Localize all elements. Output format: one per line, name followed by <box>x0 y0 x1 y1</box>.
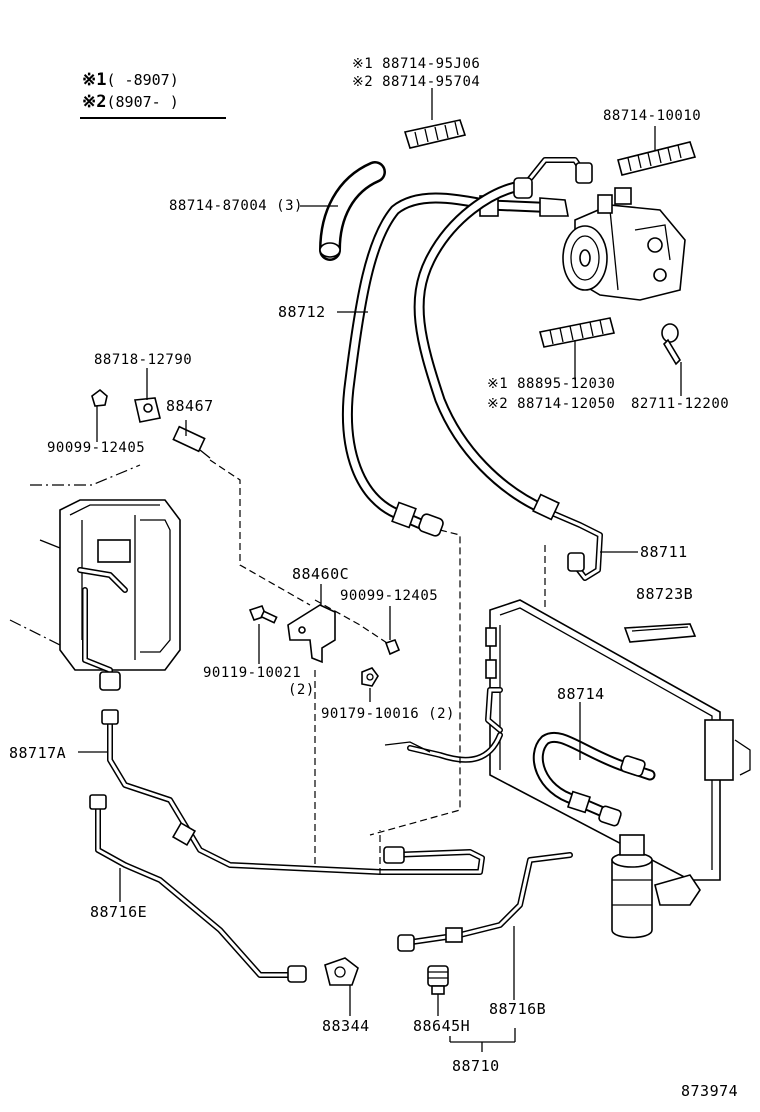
leader-line <box>449 1028 516 1052</box>
nut-90099-12405-icon <box>91 388 108 407</box>
label-90119-10021: 90119-10021 <box>203 665 302 681</box>
pressure-switch-icon <box>427 965 449 995</box>
label-88714-12050: ※2 88714-12050 <box>487 396 616 412</box>
sensor-88467-icon <box>172 425 211 459</box>
legend-text-2: (8907- ) <box>106 93 179 111</box>
condenser-outlet-pipe <box>384 687 503 763</box>
label-88645h: 88645H <box>413 1017 471 1035</box>
nut-90099-12405b-icon <box>384 639 401 656</box>
label-88712: 88712 <box>278 303 326 321</box>
label-90099-12405-b: 90099-12405 <box>340 588 439 604</box>
legend-text-1: ( -8907) <box>106 71 179 89</box>
label-82711-12200: 82711-12200 <box>631 396 730 412</box>
label-88344: 88344 <box>322 1017 370 1035</box>
nut-90179-10016-icon <box>361 667 379 687</box>
label-88716e: 88716E <box>90 903 148 921</box>
fitting-88344-icon <box>324 957 359 986</box>
assembly-line <box>209 459 311 606</box>
label-90179-10016: 90179-10016 (2) <box>321 706 455 722</box>
hose-88714-87004 <box>319 161 386 261</box>
label-88714-95j06: ※1 88714-95J06 <box>352 56 481 72</box>
bolt-90119-10021-icon <box>248 605 278 624</box>
label-88467: 88467 <box>166 397 214 415</box>
legend-mark-1: ※1 <box>82 70 107 90</box>
pipe-88716b <box>397 852 573 952</box>
discharge-hose-88711 <box>413 157 603 581</box>
hose-88714 <box>532 731 656 827</box>
label-90099-12405-a: 90099-12405 <box>47 440 146 456</box>
label-88723b: 88723B <box>636 585 694 603</box>
legend-mark-2: ※2 <box>82 92 107 112</box>
legend-line-2: ※2(8907- ) <box>82 92 179 112</box>
label-88460c: 88460C <box>292 565 350 583</box>
bracket-icon <box>287 604 336 664</box>
suction-hose-88712 <box>341 192 569 537</box>
pipe-88716e <box>89 794 307 983</box>
label-88718-12790: 88718-12790 <box>94 352 193 368</box>
insulator-88895-12030-icon <box>539 317 615 348</box>
label-88714: 88714 <box>557 685 605 703</box>
clamp-icon <box>661 323 682 366</box>
assembly-line <box>369 529 461 836</box>
label-88895-12030: ※1 88895-12030 <box>487 376 616 392</box>
insulator-88714-95j06-icon <box>403 119 467 149</box>
label-88714-10010: 88714-10010 <box>603 108 702 124</box>
label-88710: 88710 <box>452 1057 500 1075</box>
legend-line-1: ※1( -8907) <box>82 70 179 90</box>
pipe-88717a <box>101 709 485 875</box>
label-88717a: 88717A <box>9 744 67 762</box>
label-90119-10021-qty: (2) <box>288 682 315 698</box>
label-88711: 88711 <box>640 543 688 561</box>
pad-88723b-icon <box>623 623 697 643</box>
compressor-icon <box>562 187 686 301</box>
receiver-dryer-icon <box>611 834 701 939</box>
insulator-88714-10010-icon <box>617 141 697 176</box>
figure-number: 873974 <box>681 1082 739 1100</box>
condenser-icon <box>485 599 751 881</box>
label-88714-87004: 88714-87004 (3) <box>169 198 303 214</box>
evaporator-icon <box>9 464 181 691</box>
assembly-line <box>314 599 391 646</box>
label-88716b: 88716B <box>489 1000 547 1018</box>
label-88714-95704: ※2 88714-95704 <box>352 74 481 90</box>
clamp-88718-12790-icon <box>134 397 161 423</box>
